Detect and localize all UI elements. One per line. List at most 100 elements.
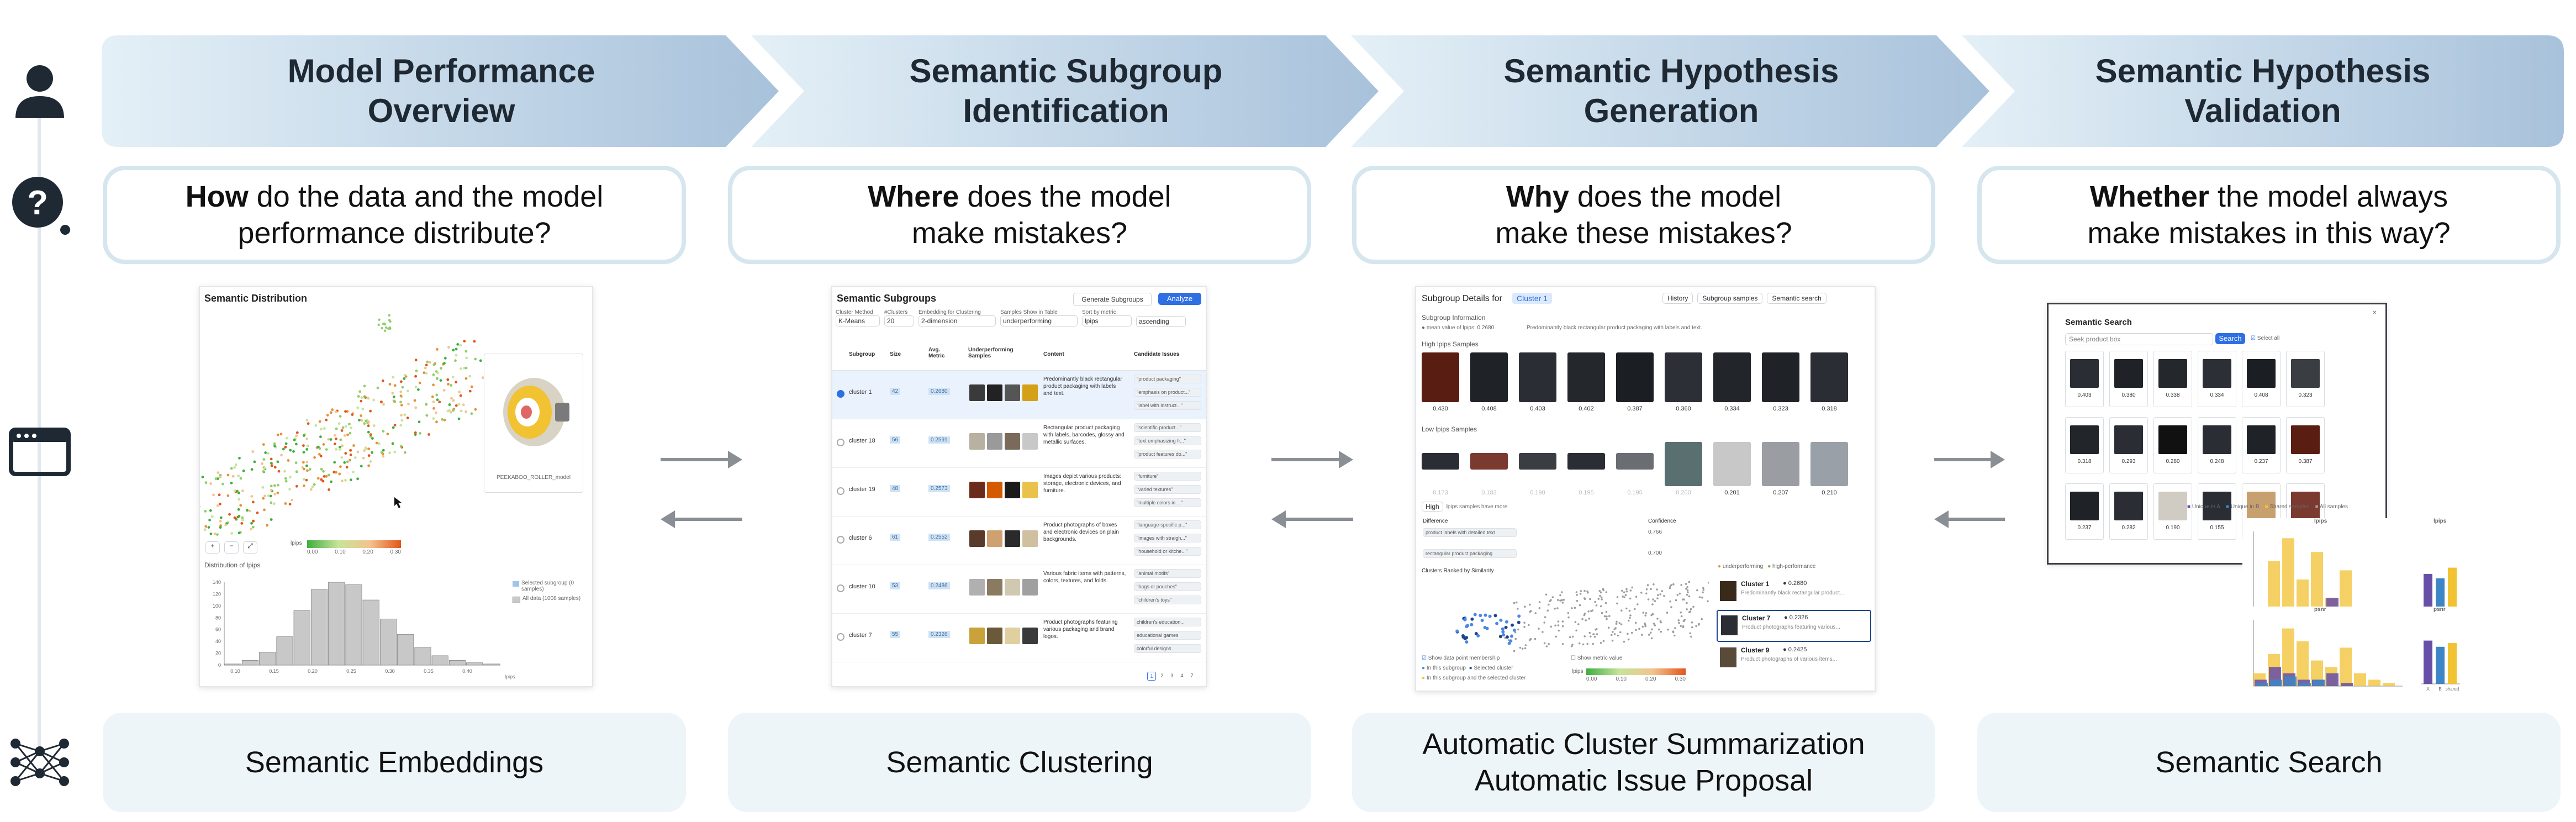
difference-item[interactable]: product labels with detailed text bbox=[1423, 528, 1517, 537]
row-radio[interactable] bbox=[837, 584, 844, 592]
search-input[interactable]: Seek product box bbox=[2065, 333, 2213, 345]
sample-thumbnail[interactable] bbox=[969, 530, 985, 547]
sample-thumbnail[interactable] bbox=[1022, 530, 1038, 547]
zoom-out-icon[interactable]: − bbox=[224, 541, 239, 554]
low-sample-thumbnail[interactable] bbox=[1713, 442, 1751, 486]
embedding-scatter[interactable] bbox=[200, 304, 592, 536]
sample-thumbnail[interactable] bbox=[987, 433, 1002, 450]
search-result-card[interactable]: 0.282 bbox=[2109, 483, 2148, 540]
sample-thumbnail[interactable] bbox=[1005, 482, 1020, 498]
search-result-card[interactable]: 0.280 bbox=[2153, 417, 2192, 473]
low-sample-thumbnail[interactable] bbox=[1665, 442, 1702, 486]
low-sample-thumbnail[interactable] bbox=[1519, 453, 1556, 470]
sample-thumbnail[interactable] bbox=[1005, 433, 1020, 450]
high-sample-thumbnail[interactable] bbox=[1665, 352, 1702, 402]
row-radio[interactable] bbox=[837, 633, 844, 641]
candidate-issue-tag[interactable]: "emphasis on product..." bbox=[1134, 388, 1201, 397]
page-button[interactable]: 3 bbox=[1170, 673, 1174, 678]
control-sort-order[interactable]: ascending bbox=[1136, 309, 1186, 327]
page-button[interactable]: 2 bbox=[1160, 673, 1164, 678]
search-result-card[interactable]: 0.387 bbox=[2286, 417, 2325, 473]
sample-thumbnail[interactable] bbox=[969, 482, 985, 498]
low-sample-thumbnail[interactable] bbox=[1616, 453, 1654, 470]
metric-value-checkbox[interactable]: ☐ Show metric value bbox=[1571, 655, 1623, 661]
search-result-card[interactable]: 0.318 bbox=[2065, 417, 2104, 473]
sample-thumbnail[interactable] bbox=[987, 579, 1002, 596]
candidate-issue-tag[interactable]: "language-specific p..." bbox=[1134, 520, 1201, 529]
sample-thumbnail[interactable] bbox=[1005, 530, 1020, 547]
sample-thumbnail[interactable] bbox=[987, 530, 1002, 547]
row-radio[interactable] bbox=[837, 487, 844, 495]
candidate-issue-tag[interactable]: "text emphasizing fr..." bbox=[1134, 436, 1201, 445]
sample-thumbnail[interactable] bbox=[969, 384, 985, 401]
search-result-card[interactable]: 0.190 bbox=[2153, 483, 2192, 540]
search-result-card[interactable]: 0.323 bbox=[2286, 351, 2325, 407]
sample-thumbnail[interactable] bbox=[1005, 579, 1020, 596]
generate-subgroups-button[interactable]: Generate Subgroups bbox=[1073, 293, 1152, 306]
candidate-issue-tag[interactable]: "household or kitche..." bbox=[1134, 547, 1201, 556]
high-sample-thumbnail[interactable] bbox=[1616, 352, 1654, 402]
difference-item[interactable]: rectangular product packaging bbox=[1423, 549, 1517, 558]
page-button[interactable]: 1 bbox=[1147, 672, 1156, 681]
candidate-issue-tag[interactable]: "varied textures" bbox=[1134, 485, 1201, 494]
search-result-card[interactable]: 0.293 bbox=[2109, 417, 2148, 473]
close-icon[interactable]: ✕ bbox=[2372, 310, 2377, 316]
search-result-card[interactable]: 0.237 bbox=[2065, 483, 2104, 540]
search-result-card[interactable]: 0.408 bbox=[2242, 351, 2281, 407]
candidate-issue-tag[interactable]: "label with instruct..." bbox=[1134, 401, 1201, 410]
high-sample-thumbnail[interactable] bbox=[1567, 352, 1605, 402]
high-low-toggle[interactable]: High bbox=[1422, 502, 1443, 512]
low-sample-thumbnail[interactable] bbox=[1567, 453, 1605, 470]
tab-subgroup-samples[interactable]: Subgroup samples bbox=[1697, 293, 1763, 304]
candidate-issue-tag[interactable]: "bags or pouches" bbox=[1134, 582, 1201, 591]
low-sample-thumbnail[interactable] bbox=[1762, 442, 1799, 486]
candidate-issue-tag[interactable]: colorful designs bbox=[1134, 644, 1201, 653]
reset-view-icon[interactable]: ⤢ bbox=[243, 541, 257, 554]
page-button[interactable]: 4 bbox=[1180, 673, 1184, 678]
candidate-issue-tag[interactable]: "product features do..." bbox=[1134, 450, 1201, 459]
search-result-card[interactable]: 0.237 bbox=[2242, 417, 2281, 473]
search-result-card[interactable]: 0.248 bbox=[2198, 417, 2236, 473]
sample-thumbnail[interactable] bbox=[1022, 384, 1038, 401]
search-result-card[interactable]: 0.334 bbox=[2198, 351, 2236, 407]
high-sample-thumbnail[interactable] bbox=[1422, 352, 1459, 402]
sample-thumbnail[interactable] bbox=[969, 579, 985, 596]
row-radio[interactable] bbox=[837, 439, 844, 446]
low-sample-thumbnail[interactable] bbox=[1810, 442, 1848, 486]
low-sample-thumbnail[interactable] bbox=[1422, 453, 1459, 470]
sample-thumbnail[interactable] bbox=[1005, 384, 1020, 401]
row-radio[interactable] bbox=[837, 390, 844, 398]
high-sample-thumbnail[interactable] bbox=[1470, 352, 1508, 402]
search-result-card[interactable]: 0.403 bbox=[2065, 351, 2104, 407]
sample-thumbnail[interactable] bbox=[1022, 482, 1038, 498]
high-sample-thumbnail[interactable] bbox=[1519, 352, 1556, 402]
candidate-issue-tag[interactable]: educational games bbox=[1134, 631, 1201, 640]
low-sample-thumbnail[interactable] bbox=[1470, 453, 1508, 470]
sample-thumbnail[interactable] bbox=[987, 482, 1002, 498]
sample-thumbnail[interactable] bbox=[1022, 433, 1038, 450]
sample-thumbnail[interactable] bbox=[969, 433, 985, 450]
sample-thumbnail[interactable] bbox=[987, 628, 1002, 644]
similarity-scatter[interactable] bbox=[1422, 575, 1709, 657]
zoom-in-icon[interactable]: + bbox=[205, 541, 220, 554]
select-all-checkbox[interactable]: ☑ Select all bbox=[2251, 335, 2280, 341]
search-result-card[interactable]: 0.380 bbox=[2109, 351, 2148, 407]
analyze-button[interactable]: Analyze bbox=[1158, 293, 1201, 305]
candidate-issue-tag[interactable]: "furniture" bbox=[1134, 472, 1201, 481]
tab-history[interactable]: History bbox=[1662, 293, 1693, 304]
candidate-issue-tag[interactable]: "images with straigh..." bbox=[1134, 534, 1201, 542]
sample-thumbnail[interactable] bbox=[1005, 628, 1020, 644]
sample-thumbnail[interactable] bbox=[987, 384, 1002, 401]
page-button[interactable]: 7 bbox=[1190, 673, 1194, 678]
